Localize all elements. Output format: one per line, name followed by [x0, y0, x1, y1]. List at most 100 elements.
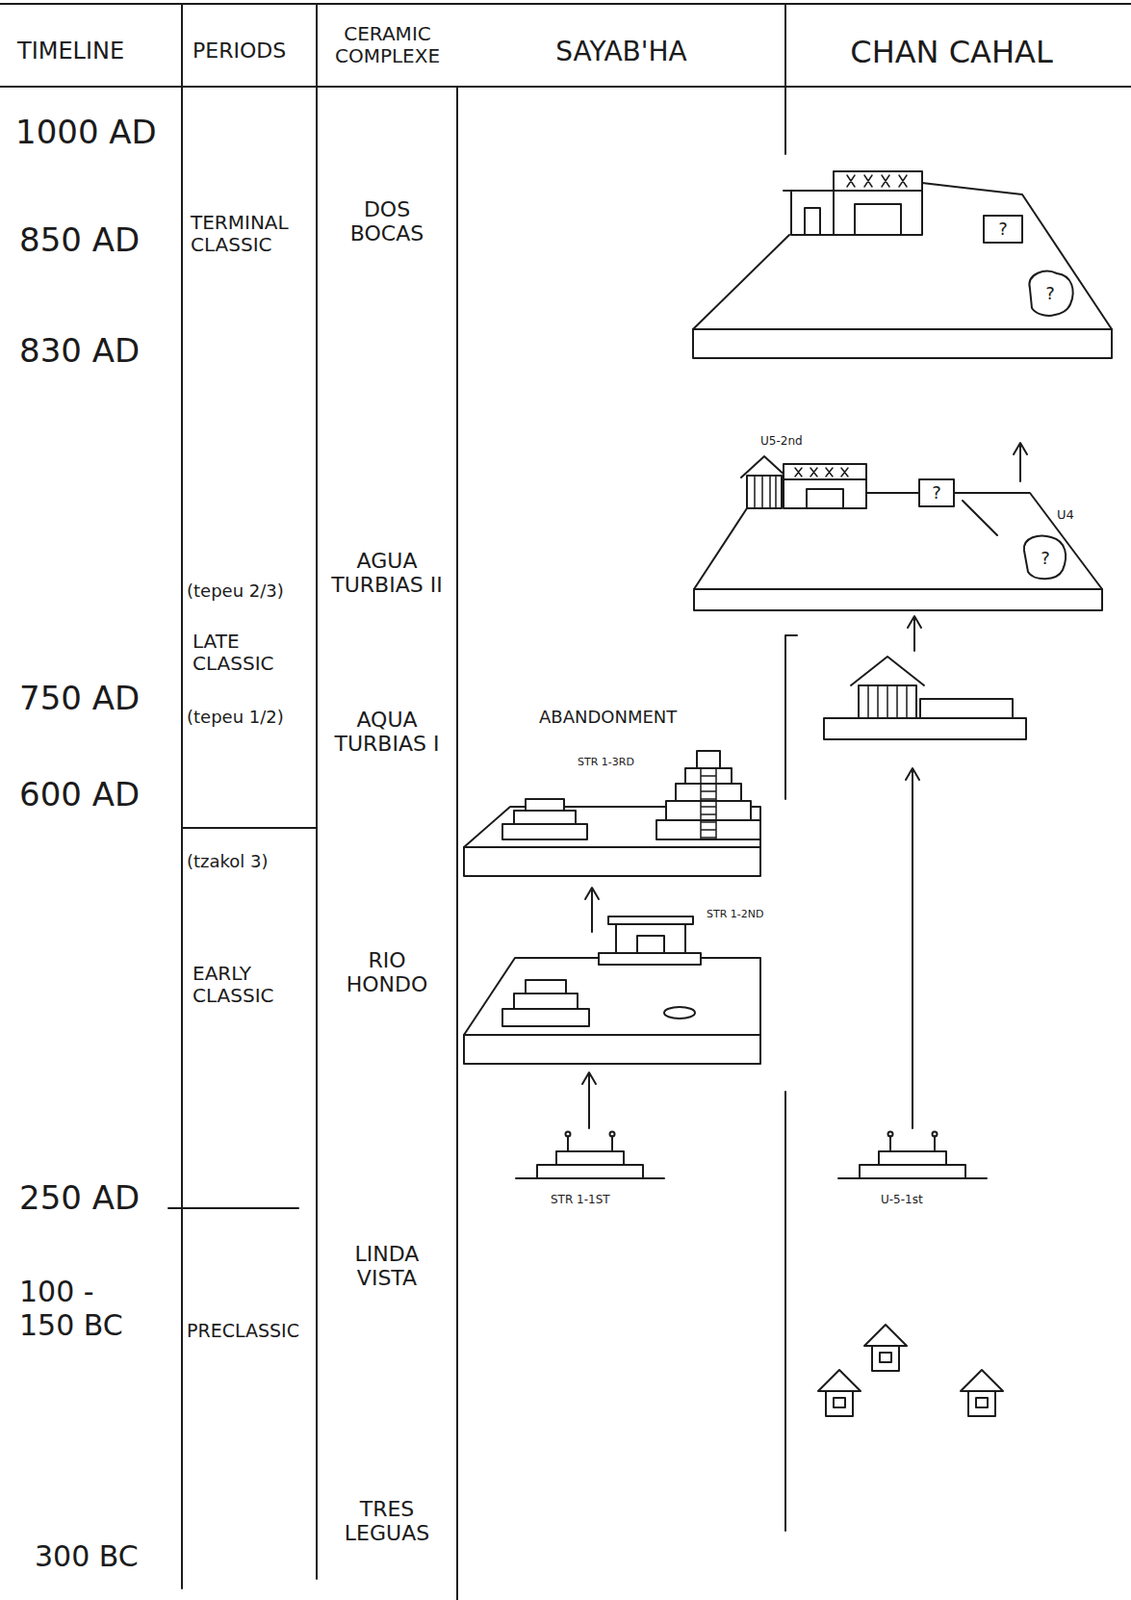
str-1-1st-sketch [515, 1177, 665, 1180]
preclassic-huts [872, 1345, 900, 1371]
timeline-date: 300 BC [34, 1540, 139, 1574]
terminal-classic-sketch [833, 189, 923, 192]
column-header: SAYAB'HA [457, 36, 786, 68]
preclassic-huts [960, 1369, 1003, 1391]
late-classic-u5-2nd-sketch [746, 475, 782, 509]
timeline-date: 750 AD [19, 679, 140, 718]
late-classic-u5-2nd-sketch [694, 589, 1103, 611]
late-classic-u5-2nd-sketch [962, 500, 998, 536]
str-1-2nd-sketch [525, 979, 566, 994]
unknown-mark: ? [931, 483, 942, 504]
preclassic-huts [833, 1397, 846, 1408]
terminal-classic-sketch [693, 329, 1112, 359]
str-1-2nd-sketch [463, 957, 761, 1035]
late-classic-u5-2nd-sketch [741, 456, 788, 478]
table-grid [181, 826, 317, 829]
str-1-2nd-sketch [463, 916, 761, 1129]
terminal-classic-sketch [783, 189, 838, 192]
table-grid [168, 1207, 299, 1209]
preclassic-huts [818, 1369, 861, 1391]
u-5-1st-sketch [838, 1177, 987, 1180]
timeline-date: 250 AD [19, 1179, 140, 1217]
str-1-2nd-sketch [502, 1008, 590, 1027]
table-grid [784, 3, 787, 155]
table-grid [0, 2, 1131, 5]
late-classic-u5-2nd-sketch [806, 488, 844, 509]
preclassic-huts [879, 1352, 892, 1363]
preclassic-huts [864, 1324, 907, 1346]
late-classic-u5-2nd-sketch [783, 463, 867, 509]
late-classic-u5-2nd-sketch [795, 467, 849, 477]
str-1-2nd-sketch [463, 1034, 761, 1064]
ceramic-complex: RIO HONDO [329, 948, 445, 998]
late-classic-round-structure-sketch [858, 685, 917, 719]
structure-label: STR 1-1ST [550, 1193, 611, 1208]
ceramic-complex: TRES LEGUAS [329, 1496, 445, 1546]
table-grid [0, 85, 1131, 88]
str-1-2nd-sketch [616, 924, 686, 953]
late-classic-u5-2nd-sketch [1013, 442, 1028, 482]
terminal-classic-sketch [847, 175, 907, 187]
terminal-classic-sketch [693, 234, 790, 330]
terminal-classic-sketch [833, 171, 923, 235]
str-1-1st-sketch [567, 1135, 613, 1152]
timeline-date: 850 AD [19, 221, 140, 259]
structure-label: U-5-1st [880, 1193, 924, 1208]
str-1-2nd-sketch [582, 1072, 596, 1129]
structure-label: STR 1-3RD [577, 756, 635, 770]
timeline-date: 600 AD [19, 775, 140, 814]
late-classic-u5-2nd-sketch [919, 479, 954, 507]
str-1-3rd-sketch [700, 768, 717, 840]
late-classic-u5-2nd-sketch [694, 508, 747, 590]
sketch-sheet [0, 3, 1131, 1600]
str-1-3rd-sketch [666, 800, 751, 821]
u-5-1st-sketch [888, 1131, 894, 1137]
late-classic-u5-2nd-sketch [754, 475, 776, 509]
unknown-mark: ? [1040, 548, 1051, 569]
structure-label: U4 [1056, 508, 1075, 523]
late-classic-round-structure-sketch [920, 698, 1013, 719]
period-phase: (tepeu 1/2) [186, 707, 284, 728]
table-grid [784, 1091, 787, 1531]
ceramic-complex: LINDA VISTA [329, 1241, 445, 1291]
period-name: TERMINAL CLASSIC [190, 211, 314, 257]
preclassic-huts [968, 1390, 996, 1416]
late-classic-round-structure-sketch [868, 685, 907, 719]
ceramic-complex: AQUA TURBIAS I [329, 707, 445, 757]
table-grid [315, 3, 318, 1579]
period-name: LATE CLASSIC [192, 630, 309, 675]
str-1-2nd-sketch [608, 916, 694, 925]
u-5-1st-sketch [932, 1131, 938, 1137]
str-1-2nd-sketch [664, 1006, 695, 1019]
unknown-mark: ? [1045, 283, 1055, 305]
late-classic-round-structure-sketch [823, 616, 1027, 1129]
period-name: EARLY CLASSIC [192, 962, 309, 1007]
ceramic-complex: DOS BOCAS [329, 197, 445, 247]
unknown-mark: ? [998, 219, 1008, 240]
late-classic-round-structure-sketch [823, 718, 1027, 740]
terminal-classic-sketch [1028, 271, 1073, 316]
phase-note: ABANDONMENT [539, 707, 677, 728]
str-1-3rd-sketch [696, 750, 720, 769]
ceramic-complex: AGUA TURBIAS II [329, 548, 445, 598]
str-1-3rd-sketch [502, 823, 588, 840]
str-1-1st-sketch [556, 1151, 624, 1165]
str-1-1st-sketch [537, 1164, 643, 1179]
table-grid [180, 3, 183, 1589]
str-1-1st-sketch [515, 1131, 665, 1180]
column-header: CHAN CAHAL [778, 34, 1125, 71]
u-5-1st-sketch [890, 1135, 935, 1152]
str-1-1st-sketch [610, 1131, 616, 1137]
u-5-1st-sketch [838, 1131, 987, 1180]
column-header: PERIODS [192, 38, 286, 63]
late-classic-u5-2nd-sketch [866, 492, 1103, 590]
str-1-3rd-sketch [514, 810, 576, 824]
str-1-1st-sketch [565, 1131, 571, 1137]
timeline-date: 1000 AD [15, 113, 157, 152]
table-grid [456, 86, 459, 1600]
late-classic-u5-2nd-sketch [694, 442, 1103, 611]
str-1-3rd-sketch [463, 750, 761, 932]
